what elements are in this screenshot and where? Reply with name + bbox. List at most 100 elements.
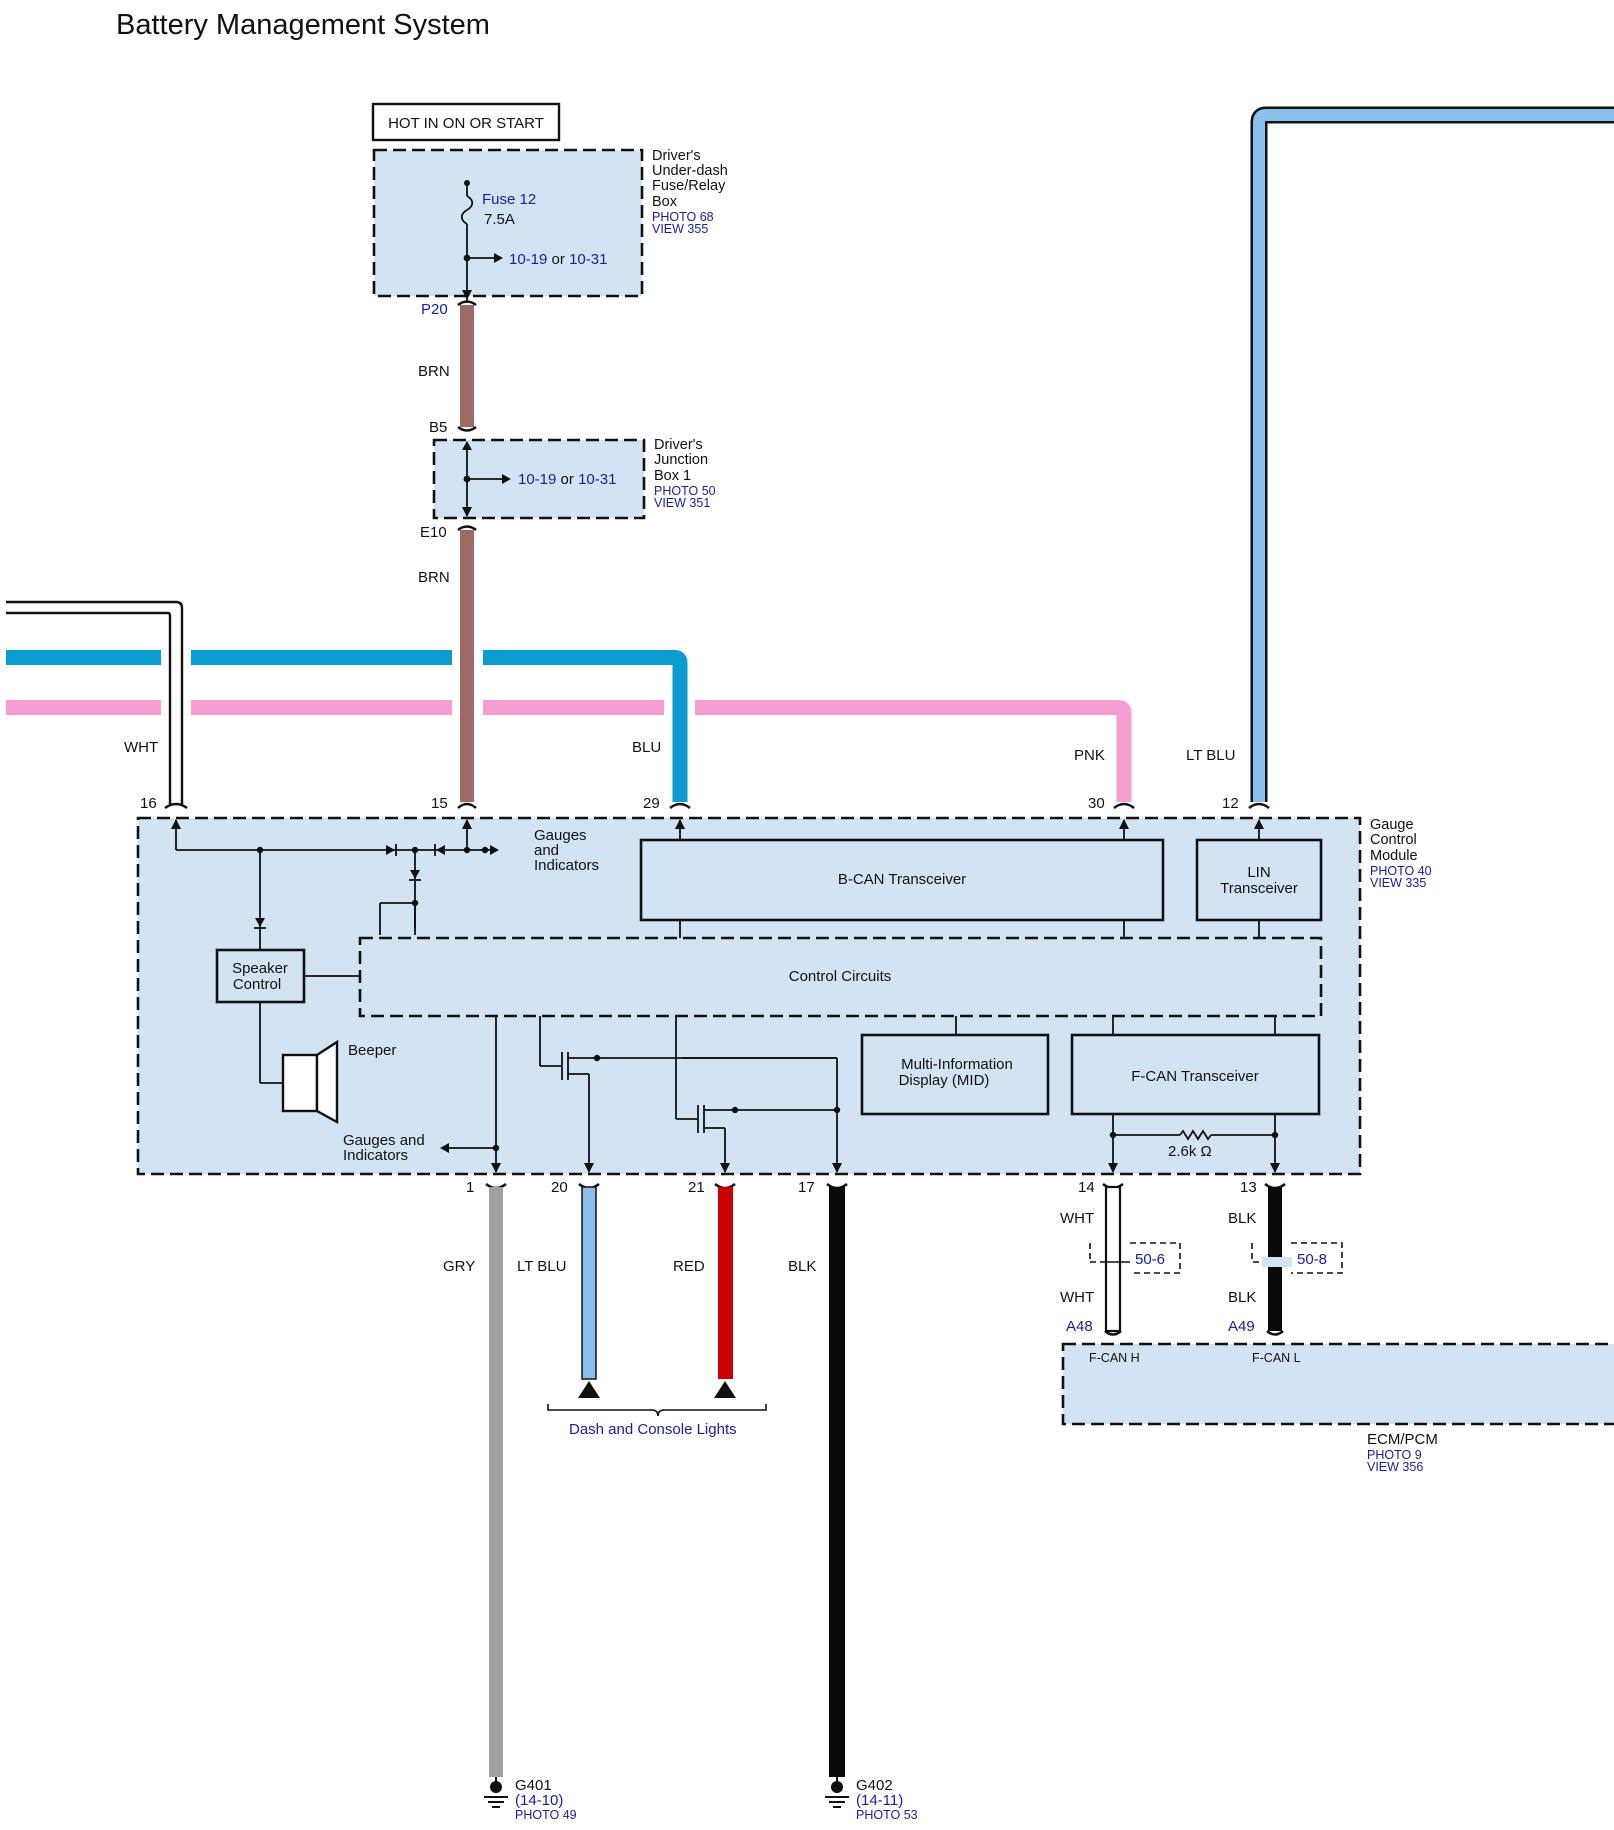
speaker-control-label-2: Control	[233, 976, 281, 993]
gauge-module-name-2: Control	[1370, 832, 1417, 848]
gauge-module-photo-link[interactable]: PHOTO 40	[1370, 864, 1432, 878]
gauge-module-name-1: Gauge	[1370, 817, 1414, 833]
underdash-ref-a-link[interactable]: 10-19	[509, 251, 547, 268]
speaker-control-label-1: Speaker	[232, 960, 288, 977]
beeper-icon	[281, 1039, 339, 1125]
arrow-right-icon	[494, 253, 503, 263]
red-wire	[718, 1187, 733, 1379]
lin-label-1: LIN	[1247, 864, 1270, 881]
ecm-pin-a48: A48	[1066, 1318, 1093, 1335]
pin-29: 29	[643, 795, 660, 812]
fuse-rating: 7.5A	[484, 211, 515, 228]
wire-label-wht-14-top: WHT	[1060, 1210, 1094, 1227]
blu-wire-seg-1	[6, 650, 161, 665]
wire-label-blk: BLK	[788, 1258, 816, 1275]
fcan-h-wire	[1104, 1185, 1122, 1333]
pin-13: 13	[1240, 1179, 1257, 1196]
gauges-bottom-label-2: Indicators	[343, 1147, 408, 1164]
pnk-wire-seg-1	[6, 700, 161, 715]
ecm-fcan-l: F-CAN L	[1252, 1351, 1301, 1365]
mid-label-2: Display (MID)	[899, 1072, 990, 1089]
brn-wire-lower	[460, 530, 474, 802]
pin-21: 21	[688, 1179, 705, 1196]
resistor-label: 2.6k Ω	[1168, 1143, 1212, 1160]
wire-label-wht: WHT	[124, 739, 158, 756]
blk-wire	[829, 1187, 845, 1777]
ecm-view-link[interactable]: VIEW 356	[1367, 1460, 1423, 1474]
splice-50-8-link[interactable]: 50-8	[1297, 1251, 1327, 1268]
wht-wire-inner	[6, 611, 172, 806]
module-internal-wiring	[171, 819, 1280, 1173]
bcan-label: B-CAN Transceiver	[838, 871, 966, 888]
dash-lights-link[interactable]: Dash and Console Lights	[569, 1421, 737, 1438]
pin-16: 16	[140, 795, 157, 812]
pnk-wire-seg-2	[191, 700, 452, 715]
power-label-box	[371, 102, 561, 142]
wire-label-gry: GRY	[443, 1258, 475, 1275]
wire-label-brn-lower: BRN	[418, 569, 450, 586]
gauges-bottom-label-1: Gauges and	[343, 1132, 425, 1149]
dash-light-terminal-icon	[578, 1381, 600, 1398]
underdash-photo-link[interactable]: PHOTO 68	[652, 210, 714, 224]
gry-wire	[489, 1187, 503, 1777]
ground-g402-ref-link[interactable]: (14-11)	[856, 1792, 903, 1809]
dash-lights-bracket	[547, 1404, 767, 1417]
fcan-label: F-CAN Transceiver	[1131, 1068, 1259, 1085]
underdash-ref-line: 10-19 or 10-31	[509, 251, 607, 268]
junction-ref-b-link[interactable]: 10-31	[578, 471, 616, 488]
junction-name-3: Box 1	[654, 468, 691, 484]
bcan-transceiver	[639, 838, 1165, 922]
control-circuits	[358, 936, 1323, 1018]
ground-g401-photo-link[interactable]: PHOTO 49	[515, 1808, 577, 1822]
lin-label-2: Transceiver	[1220, 880, 1298, 897]
console-light-terminal-icon	[714, 1381, 736, 1398]
ground-g402-name: G402	[856, 1777, 893, 1794]
splice-50-8-marker	[1251, 1242, 1343, 1274]
ecm-name: ECM/PCM	[1367, 1431, 1438, 1448]
connector-b5: B5	[429, 419, 447, 436]
ground-g402-photo-link[interactable]: PHOTO 53	[856, 1808, 918, 1822]
ecm-fcan-h: F-CAN H	[1089, 1351, 1140, 1365]
lin-transceiver	[1195, 838, 1323, 922]
arrow-right-icon	[502, 474, 511, 484]
underdash-name-2: Under-dash	[652, 163, 728, 179]
top-connector-caps	[164, 802, 1270, 810]
pin-15: 15	[431, 795, 448, 812]
pin-17: 17	[798, 1179, 815, 1196]
junction-photo-link[interactable]: PHOTO 50	[654, 484, 716, 498]
speaker-control	[215, 948, 306, 1004]
control-circuits-label: Control Circuits	[789, 968, 892, 985]
ecm-photo-link[interactable]: PHOTO 9	[1367, 1448, 1422, 1462]
junction-view-link[interactable]: VIEW 351	[654, 496, 710, 510]
gauge-module-view-link[interactable]: VIEW 335	[1370, 876, 1426, 890]
pin-20: 20	[551, 1179, 568, 1196]
pnk-wire-seg-4	[695, 700, 1132, 802]
brn-wire-upper	[460, 305, 474, 427]
pnk-wire-seg-3	[483, 700, 664, 715]
ground-g401-icon	[484, 1777, 508, 1808]
mid-display	[860, 1033, 1050, 1116]
wire-label-red: RED	[673, 1258, 705, 1275]
power-label: HOT IN ON OR START	[388, 115, 544, 132]
lt-blu-wire-top	[1253, 109, 1614, 802]
wire-label-wht-14-bottom: WHT	[1060, 1289, 1094, 1306]
bottom-connector-caps	[485, 1182, 1286, 1190]
junction-ref-a-link[interactable]: 10-19	[518, 471, 556, 488]
blu-wire-seg-3	[483, 650, 688, 802]
lt-blu-wire-bottom	[581, 1186, 597, 1380]
underdash-name-1: Driver's	[652, 148, 701, 164]
fuse-name: Fuse 12	[482, 191, 536, 208]
underdash-view-link[interactable]: VIEW 355	[652, 222, 708, 236]
wire-label-lt-blu-top: LT BLU	[1186, 747, 1235, 764]
underdash-fuse-box	[372, 148, 644, 298]
wire-label-blk-13-top: BLK	[1228, 1210, 1256, 1227]
junction-ref-line: 10-19 or 10-31	[518, 471, 616, 488]
splice-50-6-link[interactable]: 50-6	[1135, 1251, 1165, 1268]
ground-g401-ref-link[interactable]: (14-10)	[515, 1792, 563, 1809]
gauge-module-name-3: Module	[1370, 848, 1418, 864]
arrow-down-icon	[462, 290, 472, 300]
pin-30: 30	[1088, 795, 1105, 812]
underdash-ref-b-link[interactable]: 10-31	[569, 251, 607, 268]
beeper-label: Beeper	[348, 1042, 396, 1059]
